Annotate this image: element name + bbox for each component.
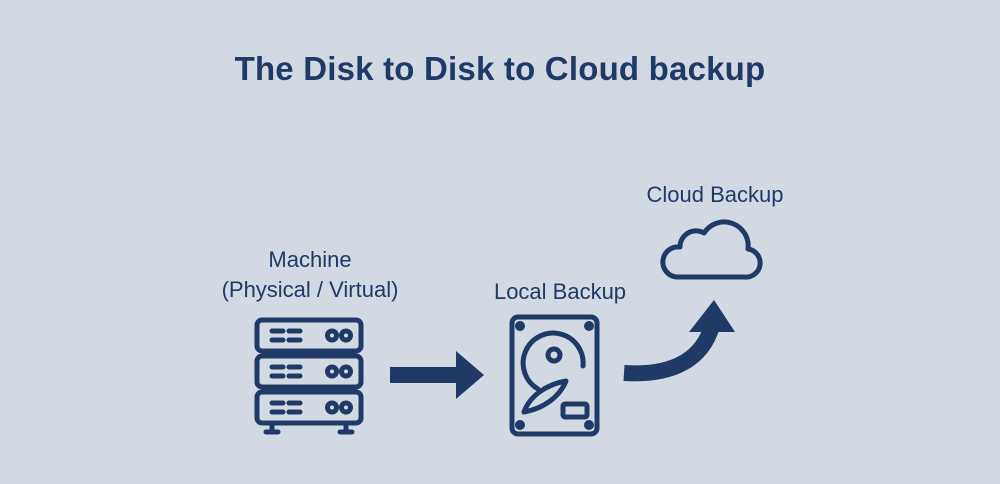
server-icon [254,317,364,435]
machine-label: Machine (Physical / Virtual) [185,245,435,305]
local-backup-label: Local Backup [493,279,627,304]
cloud-icon [660,219,763,280]
cloud-backup-label: Cloud Backup [646,182,784,207]
hard-drive-icon [509,314,600,437]
machine-label-line2: (Physical / Virtual) [221,277,399,302]
arrow-local-to-cloud [623,300,735,382]
arrow-machine-to-local [390,351,484,399]
machine-label-line1: Machine [268,247,352,272]
diagram-title: The Disk to Disk to Cloud backup [234,50,766,87]
